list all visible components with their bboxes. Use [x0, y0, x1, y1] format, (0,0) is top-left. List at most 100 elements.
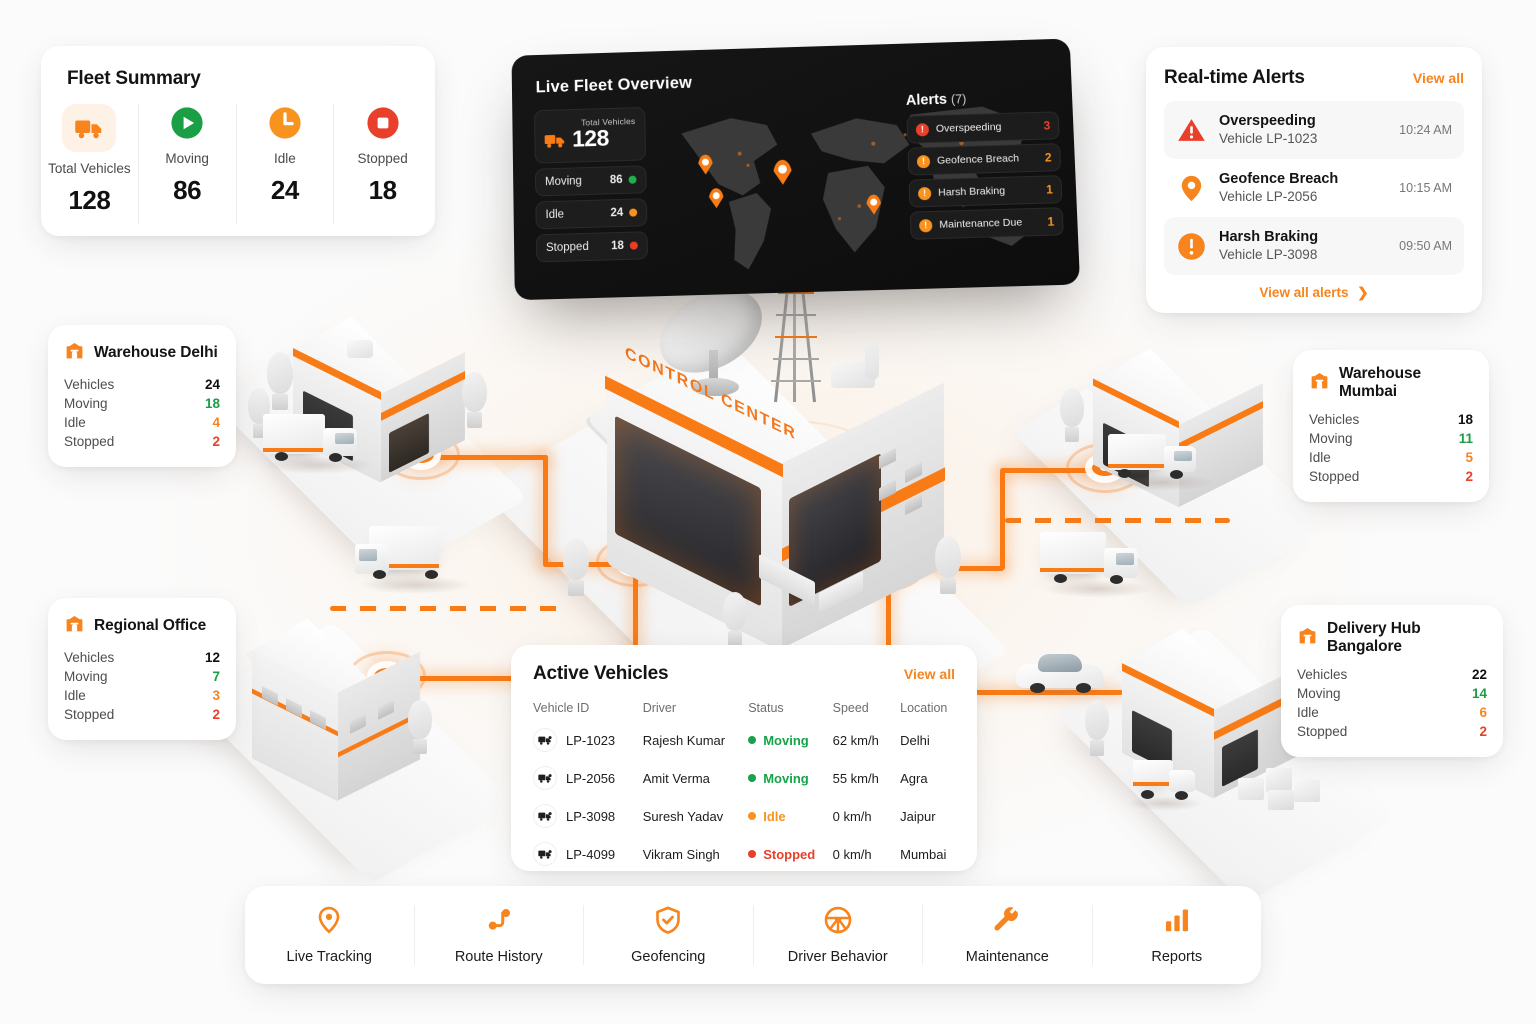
alert-row[interactable]: Geofence Breach Vehicle LP-2056 10:15 AM — [1164, 159, 1464, 217]
live-alert-name: Overspeeding — [935, 120, 1002, 135]
table-row[interactable]: LP-2056 Amit Verma Moving 55 km/h Agra — [533, 759, 955, 797]
route-icon — [488, 909, 510, 930]
site-stat-row: Moving 14 — [1297, 686, 1487, 701]
live-fleet-stats: Total Vehicles 128 Moving 86 Idle 24 Sto… — [534, 106, 649, 263]
table-row[interactable]: LP-1023 Rajesh Kumar Moving 62 km/h Delh… — [533, 721, 955, 759]
alert-time: 10:24 AM — [1399, 123, 1452, 137]
route-right-riser — [1000, 470, 1005, 570]
site-stat-value: 2 — [212, 707, 220, 722]
alert-row[interactable]: Harsh Braking Vehicle LP-3098 09:50 AM — [1164, 217, 1464, 275]
map-pin-asia — [773, 160, 792, 185]
vehicle-row-icon — [533, 842, 557, 866]
tree-hub-1 — [1085, 700, 1109, 756]
site-stat-row: Idle 5 — [1309, 450, 1473, 465]
live-fleet-alerts-title: Alerts (7) — [905, 91, 967, 109]
nav-item-route-history[interactable]: Route History — [415, 905, 584, 965]
alert-time: 09:50 AM — [1399, 239, 1452, 253]
fleet-summary-title: Fleet Summary — [67, 68, 201, 89]
speed-value: 62 km/h — [832, 732, 879, 748]
vehicle-row-icon — [538, 850, 552, 859]
live-alert-item[interactable]: ! Maintenance Due 1 — [909, 207, 1064, 240]
nav-item-live-tracking[interactable]: Live Tracking — [245, 905, 415, 965]
route-right-lower-riser — [886, 566, 891, 694]
satellite-dish — [651, 274, 777, 404]
nav-item-label: Reports — [1151, 949, 1203, 965]
car-right — [1016, 652, 1108, 696]
truck-left-warehouse — [263, 412, 375, 474]
wrench-icon — [994, 907, 1019, 931]
site-stat-label: Vehicles — [1309, 412, 1360, 427]
vehicle-row-icon — [538, 736, 552, 745]
chevron-right-icon: ❯ — [1357, 285, 1369, 300]
tree-cc-right — [935, 536, 961, 594]
fleet-stat-stopped[interactable]: Stopped 18 — [334, 104, 431, 224]
site-stat-value: 22 — [1471, 667, 1487, 682]
fleet-stat-value: 128 — [68, 185, 111, 215]
live-alert-name: Geofence Breach — [936, 152, 1020, 167]
alert-row[interactable]: Overspeeding Vehicle LP-1023 10:24 AM — [1164, 101, 1464, 159]
column-header: Vehicle ID — [533, 701, 590, 715]
clock-icon-wrap — [266, 104, 304, 142]
fleet-stat-value: 86 — [173, 175, 202, 205]
site-stat-label: Stopped — [64, 434, 115, 449]
site-stat-row: Moving 7 — [64, 669, 220, 684]
live-alert-item[interactable]: ! Overspeeding 3 — [906, 111, 1060, 144]
route-bottom-left-riser — [633, 566, 638, 678]
warehouse-icon — [64, 613, 85, 639]
site-stat-row: Idle 3 — [64, 688, 220, 703]
nav-item-label: Geofencing — [631, 949, 706, 965]
vehicle-row-icon — [533, 766, 557, 790]
site-stat-row: Vehicles 22 — [1297, 667, 1487, 682]
exclamation-circle-icon — [1177, 232, 1205, 260]
active-vehicles-view-all[interactable]: View all — [903, 666, 955, 682]
truck-icon-wrap — [62, 104, 117, 152]
exclamation-circle-icon: ! — [918, 218, 933, 232]
vehicle-row-icon — [538, 812, 552, 821]
site-stat-label: Idle — [64, 415, 86, 430]
fleet-stat-idle[interactable]: Idle 24 — [237, 104, 335, 224]
realtime-alerts-list: Overspeeding Vehicle LP-1023 10:24 AM Ge… — [1164, 101, 1464, 275]
view-all-alerts-link[interactable]: View all alerts ❯ — [1259, 285, 1369, 300]
live-alert-item[interactable]: ! Geofence Breach 2 — [907, 143, 1062, 176]
tree-right-1 — [1060, 388, 1084, 442]
nav-item-reports[interactable]: Reports — [1093, 905, 1262, 965]
warning-triangle-icon — [1177, 118, 1205, 141]
nav-item-geofencing[interactable]: Geofencing — [584, 905, 754, 965]
live-alert-count: 1 — [1047, 214, 1055, 229]
status-dot — [628, 175, 637, 184]
forklift-hub — [1125, 760, 1205, 812]
table-row[interactable]: LP-4099 Vikram Singh Stopped 0 km/h Mumb… — [533, 835, 955, 873]
map-pin-oceania — [866, 194, 882, 214]
site-stat-label: Moving — [1309, 431, 1353, 446]
warehouse-icon — [64, 340, 85, 366]
boxes-stack-hub — [1238, 762, 1334, 810]
realtime-alerts-card: Real-time Alerts View all Overspeeding V… — [1146, 47, 1482, 313]
column-header: Status — [748, 701, 784, 715]
alert-title: Harsh Braking — [1219, 229, 1319, 245]
site-stat-label: Stopped — [1297, 724, 1348, 739]
status-label: Idle — [545, 208, 565, 222]
nav-item-driver-behavior[interactable]: Driver Behavior — [754, 905, 923, 965]
active-vehicles-title: Active Vehicles — [533, 663, 669, 684]
site-stat-value: 3 — [212, 688, 220, 703]
site-stat-value: 24 — [204, 377, 220, 392]
realtime-alerts-view-all[interactable]: View all — [1412, 70, 1464, 86]
status-dot — [748, 812, 757, 820]
table-row[interactable]: LP-3098 Suresh Yadav Idle 0 km/h Jaipur — [533, 797, 955, 835]
exclamation-circle-icon: ! — [916, 154, 931, 168]
fleet-stat-moving[interactable]: Moving 86 — [139, 104, 237, 224]
fleet-stat-total-vehicles[interactable]: Total Vehicles 128 — [41, 104, 139, 224]
speed-value: 0 km/h — [832, 846, 872, 862]
warning-triangle-icon: ! — [915, 122, 930, 136]
live-alert-count: 3 — [1043, 118, 1051, 133]
status-value: 86 — [609, 174, 623, 187]
location-value: Delhi — [900, 732, 930, 748]
site-stat-row: Stopped 2 — [1297, 724, 1487, 739]
nav-item-maintenance[interactable]: Maintenance — [923, 905, 1093, 965]
live-alert-item[interactable]: ! Harsh Braking 1 — [908, 175, 1063, 208]
exclamation-circle-icon: ! — [917, 186, 932, 200]
route-left-down — [543, 455, 548, 565]
status-dot — [629, 208, 638, 217]
